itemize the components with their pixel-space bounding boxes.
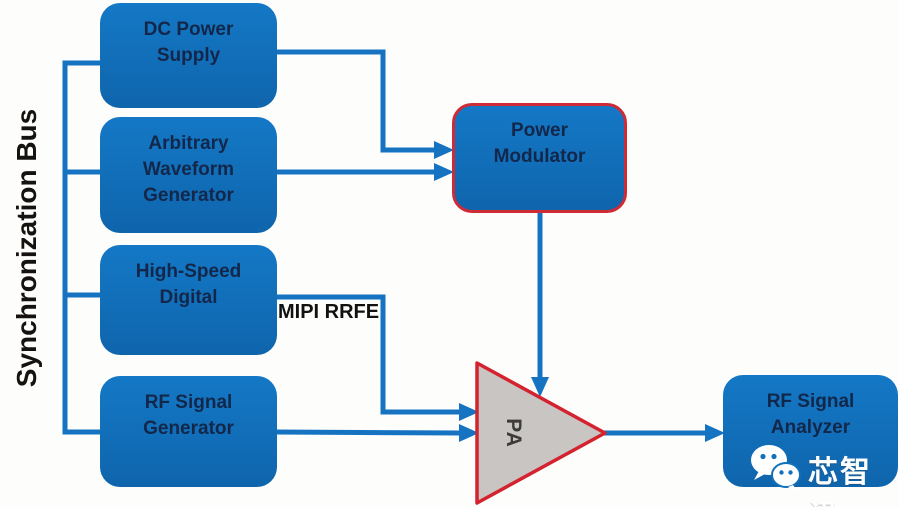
watermark-text: 芯智讯 [808,456,872,507]
wire-dc-to-power-modulator [277,49,436,153]
node-rf-signal-generator: RF Signal Generator [100,376,277,487]
node-power-modulator: Power Modulator [452,103,627,213]
node-label: RF Signal Generator [143,392,234,439]
node-dc-power-supply: DC Power Supply [100,3,277,108]
arrowhead-pa-to-analyzer [705,424,725,442]
node-label: High-Speed Digital [135,261,242,308]
node-high-speed-digital: High-Speed Digital [100,245,277,355]
arrowhead-rfsg-to-pa [459,424,479,442]
arrowhead-hsd-to-pa [459,403,479,421]
node-rf-signal-analyzer: RF Signal Analyzer [723,375,898,487]
node-label: Arbitrary Waveform Generator [142,133,235,206]
node-label: Power Modulator [493,120,586,167]
wire-rfsg-to-pa [275,429,462,436]
arrowhead-awg-to-pm [434,163,454,181]
wechat-icon [751,445,801,492]
arrowhead-pm-to-pa [531,377,549,397]
edge-label-mipi-rrfe: MIPI RRFE [278,301,380,323]
pa-label: PA [502,418,525,448]
pa-triangle [475,361,607,505]
sync-bus-line [62,60,100,435]
node-arbitrary-waveform-generator: Arbitrary Waveform Generator [100,117,277,233]
arrowhead-dc-to-pm [434,141,454,159]
watermark: 芯智讯 [750,441,899,507]
node-label: DC Power Supply [143,19,234,66]
wire-hsd-to-pa-mipi [276,294,461,415]
node-label: RF Signal Analyzer [766,391,855,438]
